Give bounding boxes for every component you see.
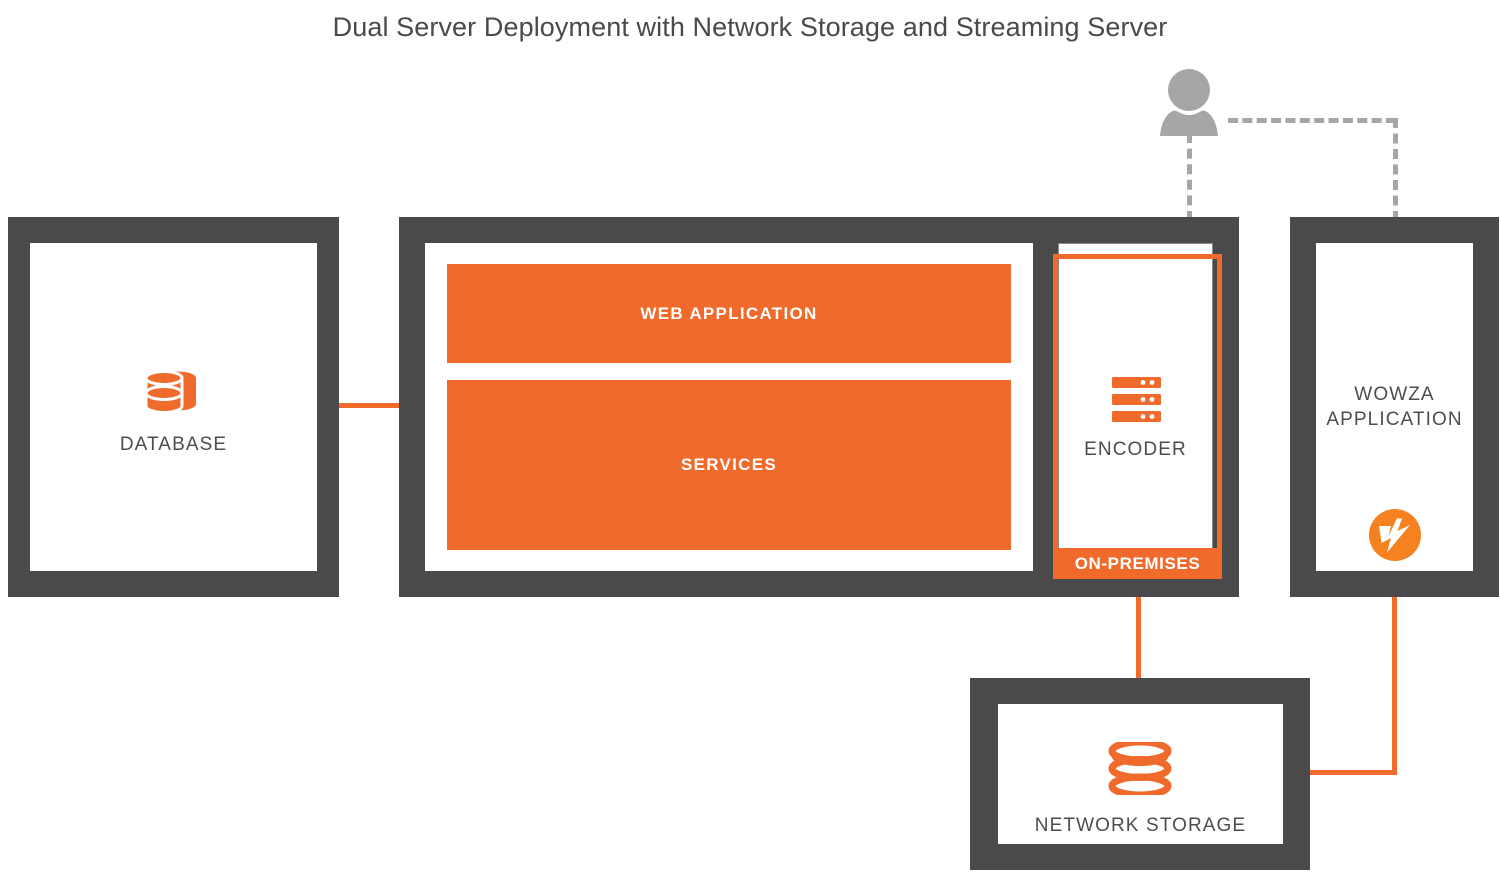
connector-user-to-wowza-vertical: [1393, 118, 1398, 221]
database-label: DATABASE: [119, 434, 228, 455]
server-rack-icon: [1112, 377, 1161, 423]
network-storage-label: NETWORK STORAGE: [1034, 815, 1247, 836]
wowza-logo-icon: [1369, 509, 1421, 561]
connector-user-to-wowza-horizontal: [1228, 118, 1396, 123]
connector-user-to-encoder: [1187, 133, 1192, 221]
connector-encoder-to-network-storage: [1136, 596, 1141, 682]
on-premises-badge: ON-PREMISES: [1053, 548, 1222, 579]
storage-discs-icon: [1108, 742, 1172, 795]
connector-wowza-to-storage-horizontal: [1308, 770, 1397, 775]
database-stack-icon: [140, 366, 204, 421]
wowza-application-label: WOWZA APPLICATION: [1326, 384, 1463, 430]
encoder-label: ENCODER: [1084, 439, 1187, 460]
web-application-block[interactable]: WEB APPLICATION: [447, 264, 1011, 363]
page-title: Dual Server Deployment with Network Stor…: [332, 12, 1168, 42]
user-person-icon: [1155, 68, 1223, 138]
connector-wowza-to-storage-vertical: [1392, 596, 1397, 773]
services-block[interactable]: SERVICES: [447, 380, 1011, 550]
connector-database-to-app-server: [339, 403, 401, 408]
